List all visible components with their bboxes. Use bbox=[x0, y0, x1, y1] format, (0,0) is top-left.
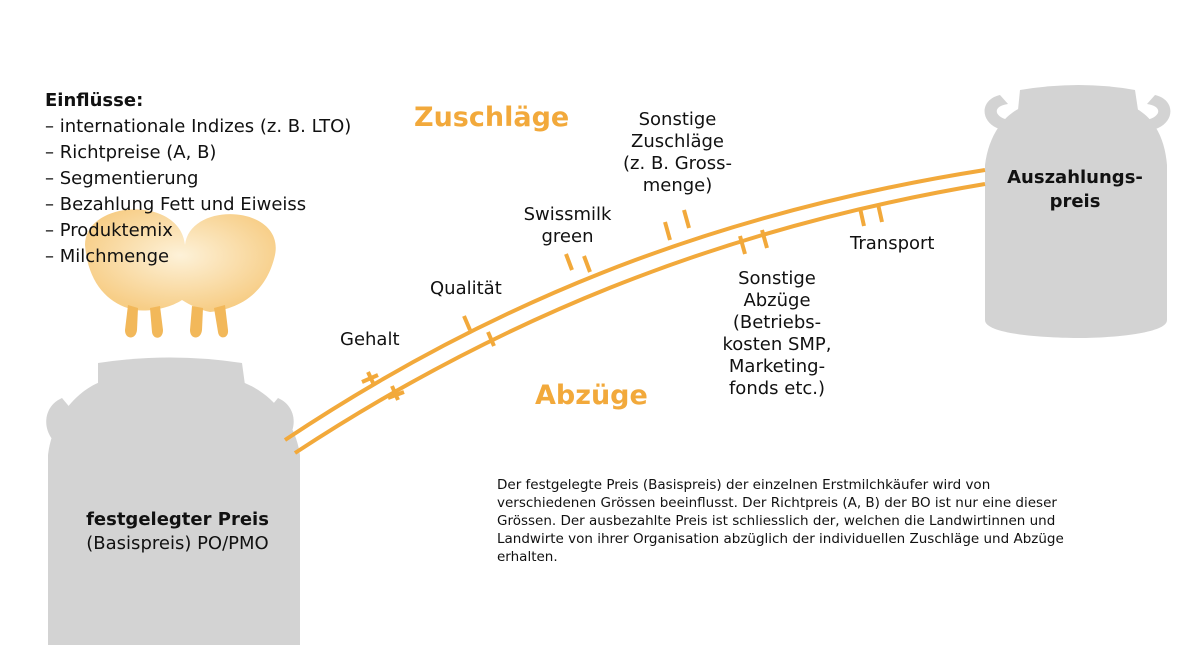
left-can-title: festgelegter Preis bbox=[86, 509, 269, 530]
abzuege-heading: Abzüge bbox=[535, 380, 648, 411]
influence-item: Bezahlung Fett und Eiweiss bbox=[45, 192, 351, 218]
right-can-line2: preis bbox=[1049, 191, 1101, 212]
influence-item: internationale Indizes (z. B. LTO) bbox=[45, 114, 352, 140]
connector-qualitaet bbox=[462, 315, 496, 347]
label-sonstige-abzuege: Sonstige Abzüge (Betriebs- kosten SMP, M… bbox=[718, 268, 836, 400]
label-swissmilk-green: Swissmilk green bbox=[520, 204, 615, 248]
label-sa-line4: kosten SMP, bbox=[722, 334, 832, 355]
influence-item: Segmentierung bbox=[45, 166, 351, 192]
milk-can-left bbox=[46, 357, 300, 645]
label-qualitaet: Qualität bbox=[430, 278, 502, 299]
label-swissmilk-line2: green bbox=[541, 226, 594, 247]
label-sa-line6: fonds etc.) bbox=[728, 378, 826, 399]
label-swissmilk-line1: Swissmilk bbox=[523, 204, 612, 225]
influence-item: Milchmenge bbox=[45, 244, 351, 270]
influences-items: internationale Indizes (z. B. LTO) Richt… bbox=[45, 114, 352, 270]
label-sa-line3: (Betriebs- bbox=[732, 312, 822, 333]
label-sz-line1: Sonstige bbox=[638, 109, 717, 130]
label-sa-line1: Sonstige bbox=[738, 268, 816, 289]
pipeline-upper-line bbox=[283, 168, 986, 442]
milk-pipeline bbox=[283, 168, 986, 455]
connector-swissmilk bbox=[564, 253, 592, 273]
milk-can-right bbox=[984, 85, 1171, 338]
connector-sonstige-abzuege bbox=[738, 229, 769, 255]
description-text: Der festgelegte Preis (Basispreis) der e… bbox=[497, 477, 1064, 565]
label-sz-line2: Zuschläge bbox=[631, 131, 724, 152]
label-sa-line2: Abzüge bbox=[743, 290, 811, 311]
connector-gehalt bbox=[361, 371, 405, 401]
label-sa-line5: Marketing- bbox=[728, 356, 826, 377]
label-sonstige-zuschlaege: Sonstige Zuschläge (z. B. Gross- menge) bbox=[620, 109, 735, 197]
zuschlaege-heading: Zuschläge bbox=[414, 102, 570, 133]
left-can-subtitle: (Basispreis) PO/PMO bbox=[86, 533, 269, 554]
left-can-label: festgelegter Preis (Basispreis) PO/PMO bbox=[60, 508, 295, 556]
influence-item: Produktemix bbox=[45, 218, 351, 244]
right-can-label: Auszahlungs- preis bbox=[995, 166, 1155, 214]
label-transport: Transport bbox=[850, 233, 935, 254]
label-gehalt: Gehalt bbox=[340, 329, 400, 350]
right-can-line1: Auszahlungs- bbox=[1007, 167, 1143, 188]
label-sz-line3: (z. B. Gross- bbox=[623, 153, 732, 174]
connector-transport bbox=[858, 203, 884, 227]
label-sz-line4: menge) bbox=[642, 175, 713, 196]
influence-item: Richtpreise (A, B) bbox=[45, 140, 351, 166]
connector-sonstige-zuschlaege bbox=[663, 209, 691, 241]
influences-heading: Einflüsse: bbox=[45, 90, 144, 111]
pipeline-lower-line bbox=[293, 182, 986, 455]
influences-list: Einflüsse: internationale Indizes (z. B.… bbox=[45, 88, 351, 270]
